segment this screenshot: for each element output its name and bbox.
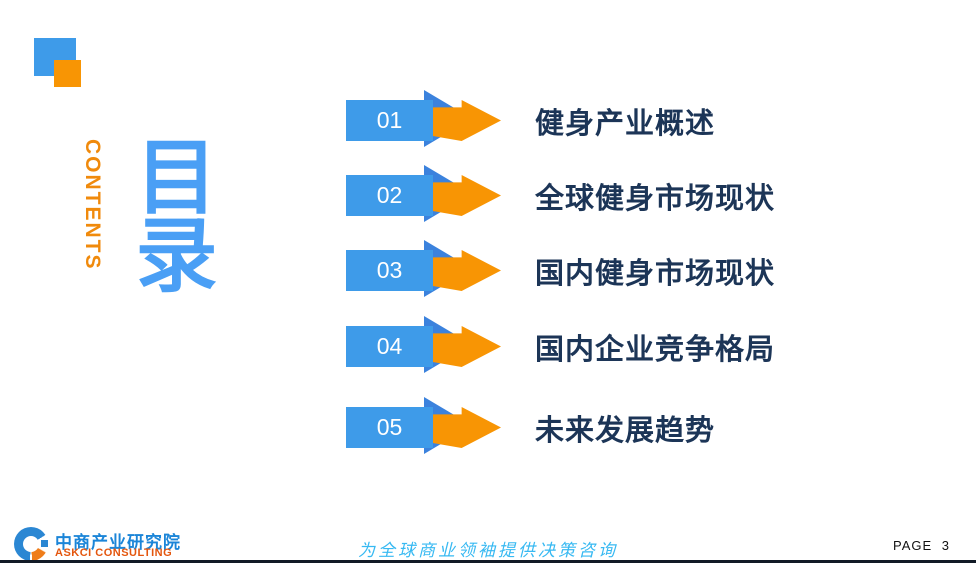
askci-logo: 中商产业研究院 ASKCI CONSULTING [14, 527, 314, 563]
logo-blue-dot [41, 540, 48, 547]
toc-item-4[interactable]: 04 国内企业竞争格局 [346, 316, 816, 373]
toc-item-3[interactable]: 03 国内健身市场现状 [346, 240, 816, 297]
contents-vertical-label: CONTENTS [81, 139, 104, 271]
toc-item-number: 03 [346, 250, 433, 291]
toc-item-label: 未来发展趋势 [535, 414, 716, 447]
page-number: PAGE 3 [892, 538, 950, 553]
toc-item-number: 01 [346, 100, 433, 141]
toc-item-number: 04 [346, 326, 433, 367]
logo-english-name: ASKCI CONSULTING [55, 547, 173, 559]
toc-item-label: 全球健身市场现状 [535, 182, 776, 215]
toc-item-2[interactable]: 02 全球健身市场现状 [346, 165, 816, 222]
bottom-border-line [0, 560, 976, 563]
footer-slogan: 为全球商业领袖提供决策咨询 [358, 541, 618, 561]
toc-item-number: 02 [346, 175, 433, 216]
logo-inner-hole [23, 536, 39, 552]
deco-orange-square [54, 60, 81, 87]
toc-item-number: 05 [346, 407, 433, 448]
toc-item-label: 健身产业概述 [535, 107, 716, 140]
toc-item-label: 国内健身市场现状 [535, 257, 776, 290]
toc-item-label: 国内企业竞争格局 [535, 333, 776, 366]
toc-page-title: 目录 [121, 134, 216, 290]
askci-logo-icon [14, 527, 48, 561]
logo-chinese-name: 中商产业研究院 [55, 533, 181, 553]
toc-item-5[interactable]: 05 未来发展趋势 [346, 397, 816, 454]
toc-item-1[interactable]: 01 健身产业概述 [346, 90, 816, 147]
